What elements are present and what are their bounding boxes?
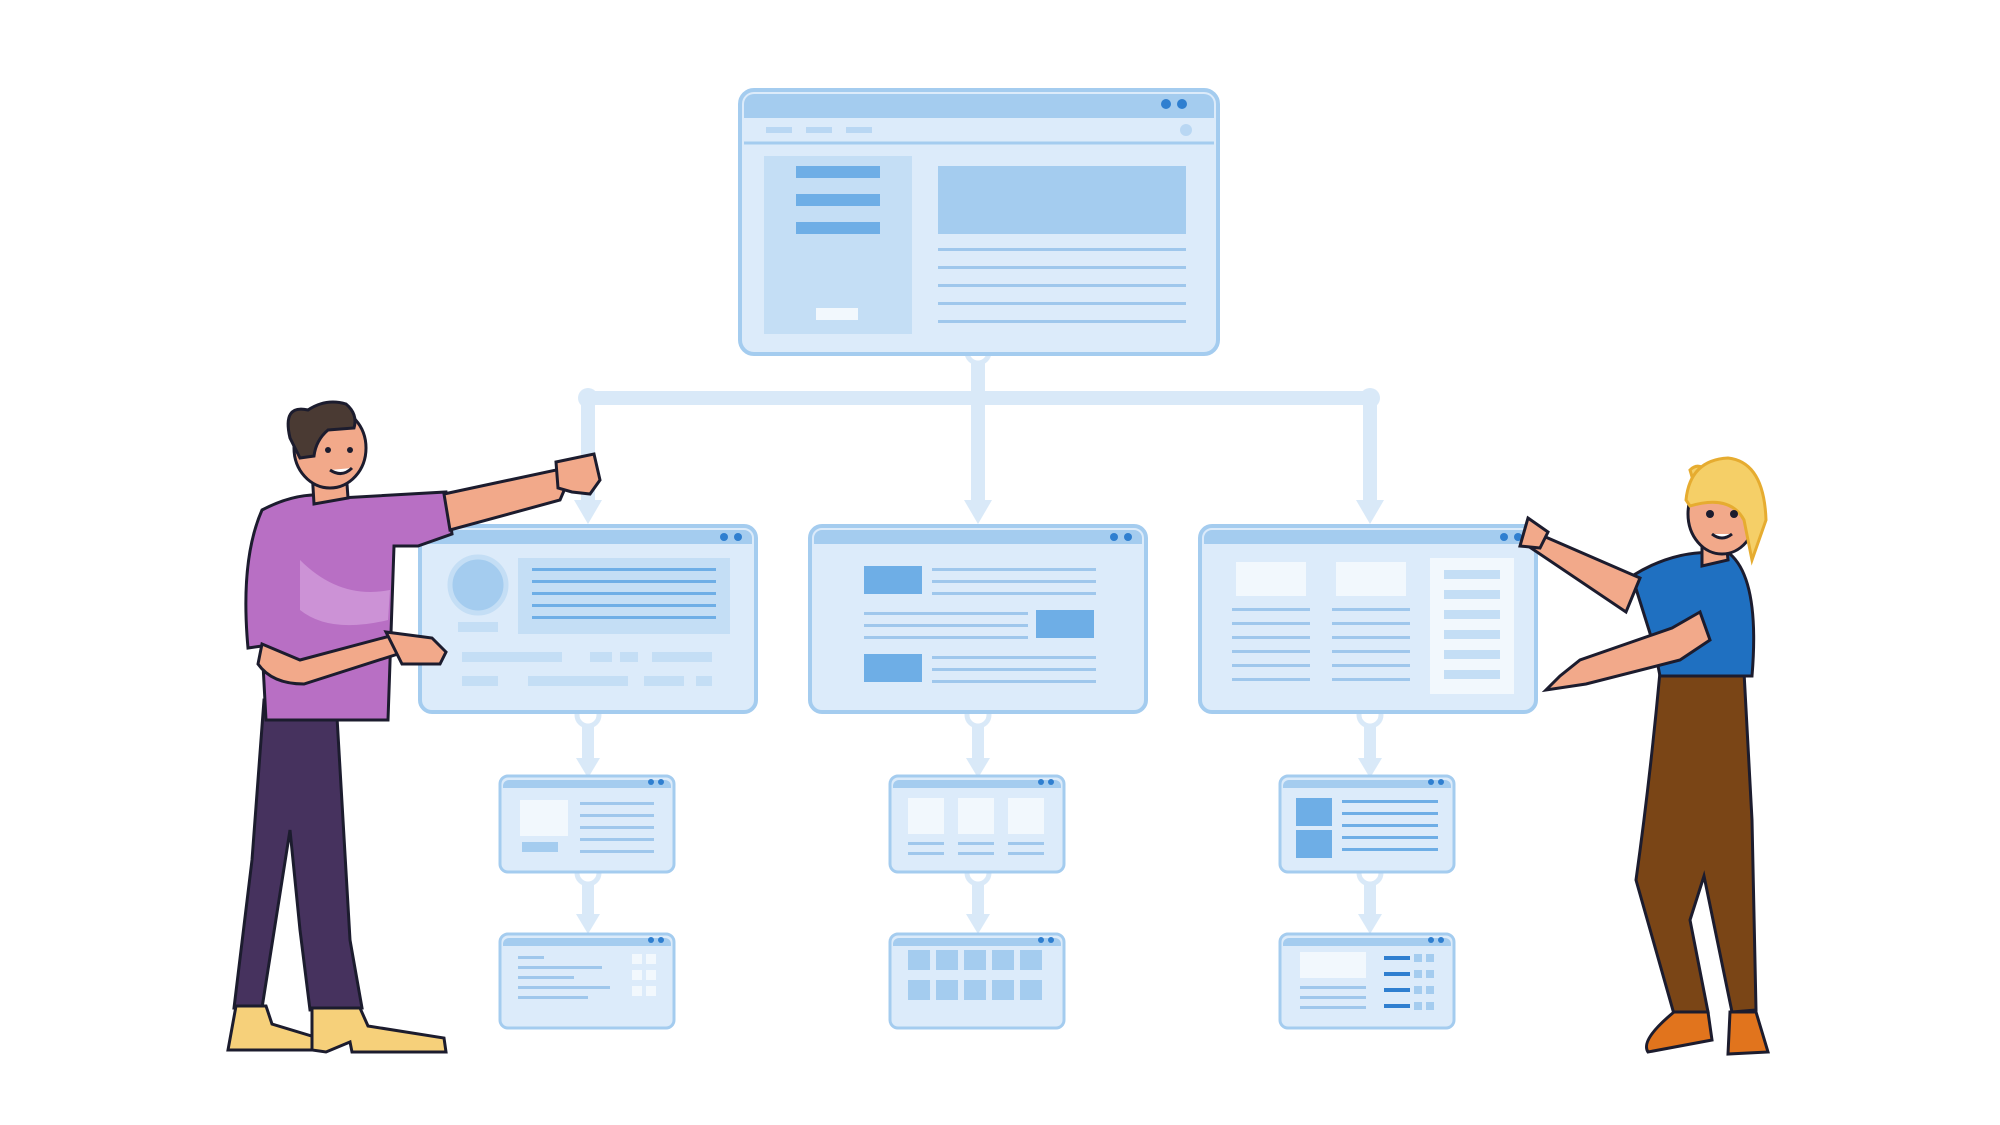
search-icon [1180, 124, 1192, 136]
thumbnail-cell [908, 950, 930, 970]
right-child-1-window [1278, 774, 1456, 874]
left-child-1-window [498, 774, 676, 874]
thumbnail-cell [908, 980, 930, 1000]
man-hand [554, 452, 602, 496]
thumbnail-cell [992, 950, 1014, 970]
man-shoe [226, 1004, 320, 1052]
woman-figure [1518, 456, 1770, 1056]
man-pants [232, 698, 364, 1012]
avatar [447, 554, 509, 616]
window-dot-icon [1177, 99, 1187, 109]
middle-child-2-window [888, 932, 1066, 1030]
left-child-2-window [498, 932, 676, 1030]
thumbnail-cell [964, 980, 986, 1000]
woman-arm [1526, 530, 1642, 615]
man-shoe [310, 1006, 448, 1054]
thumbnail-cell [1020, 980, 1042, 1000]
woman-hand [1518, 515, 1550, 550]
thumbnail-cell [1020, 950, 1042, 970]
window-dot-icon [734, 533, 742, 541]
thumbnail-cell [964, 950, 986, 970]
thumbnail-cell [936, 980, 958, 1000]
branch-left-window [418, 524, 758, 714]
branch-right-window [1198, 524, 1538, 714]
woman-pants [1634, 670, 1758, 1016]
woman-shoe [1726, 1010, 1770, 1056]
thumbnail-cell [936, 950, 958, 970]
woman-shoe [1645, 1010, 1714, 1054]
man-figure [226, 400, 602, 1054]
window-dot-icon [1110, 533, 1118, 541]
woman-hair [1684, 456, 1768, 566]
man-arm [442, 468, 568, 532]
window-dot-icon [1124, 533, 1132, 541]
window-dot-icon [720, 533, 728, 541]
thumbnail-cell [992, 980, 1014, 1000]
branch-middle-window [808, 524, 1148, 714]
right-child-2-window [1278, 932, 1456, 1030]
window-dot-icon [1514, 533, 1522, 541]
middle-child-1-window [888, 774, 1066, 874]
woman-arm [1541, 609, 1712, 693]
root-page-window [738, 88, 1220, 356]
man-hair [286, 400, 357, 460]
window-dot-icon [1500, 533, 1508, 541]
thumbnail-grid [908, 950, 1042, 1000]
window-dot-icon [1161, 99, 1171, 109]
man-hand [383, 630, 448, 666]
